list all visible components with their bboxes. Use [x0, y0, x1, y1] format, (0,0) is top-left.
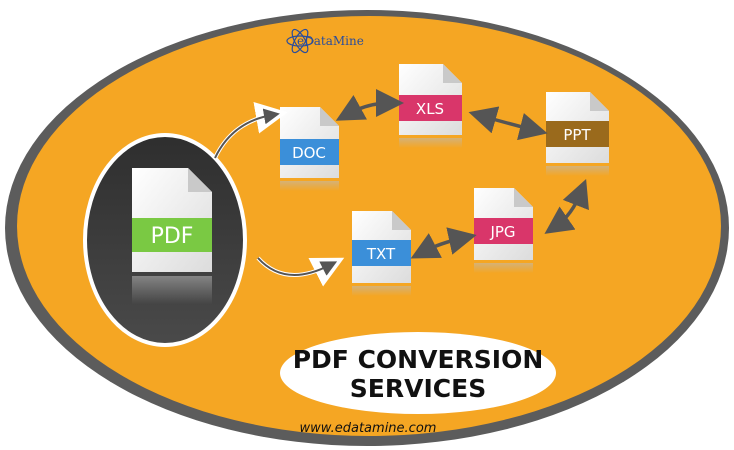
ppt-jpg-arrow [544, 178, 589, 234]
pdf-source: PDF [83, 133, 247, 347]
logo: eDataMine [286, 28, 364, 54]
arrows [213, 89, 589, 287]
jpg-file-icon: JPG [474, 188, 533, 273]
ppt-label: PPT [563, 126, 591, 144]
pdf-file-icon: PDF [132, 168, 212, 304]
logo-text: eDataMine [297, 34, 364, 48]
jpg-txt-arrow [410, 227, 477, 259]
xls-file-icon: XLS [399, 64, 462, 148]
title-bubble: PDF CONVERSION SERVICES [280, 332, 556, 414]
title-line-1: PDF CONVERSION [293, 345, 544, 374]
website-url: www.edatamine.com [300, 421, 437, 436]
title-line-2: SERVICES [350, 374, 486, 403]
pdf-to-txt-arrow-shade [257, 257, 338, 276]
doc-xls-arrow [335, 89, 404, 121]
xls-label: XLS [416, 100, 444, 118]
txt-file-icon: TXT [352, 211, 411, 296]
xls-ppt-arrow [468, 106, 548, 141]
txt-label: TXT [366, 245, 396, 263]
ppt-file-icon: PPT [546, 92, 609, 176]
atom-icon [286, 28, 314, 54]
pdf-to-doc-arrow-shade [214, 108, 280, 159]
jpg-label: JPG [489, 223, 515, 241]
doc-file-icon: DOC [280, 107, 339, 191]
doc-label: DOC [292, 144, 326, 162]
pdf-label: PDF [151, 224, 194, 249]
